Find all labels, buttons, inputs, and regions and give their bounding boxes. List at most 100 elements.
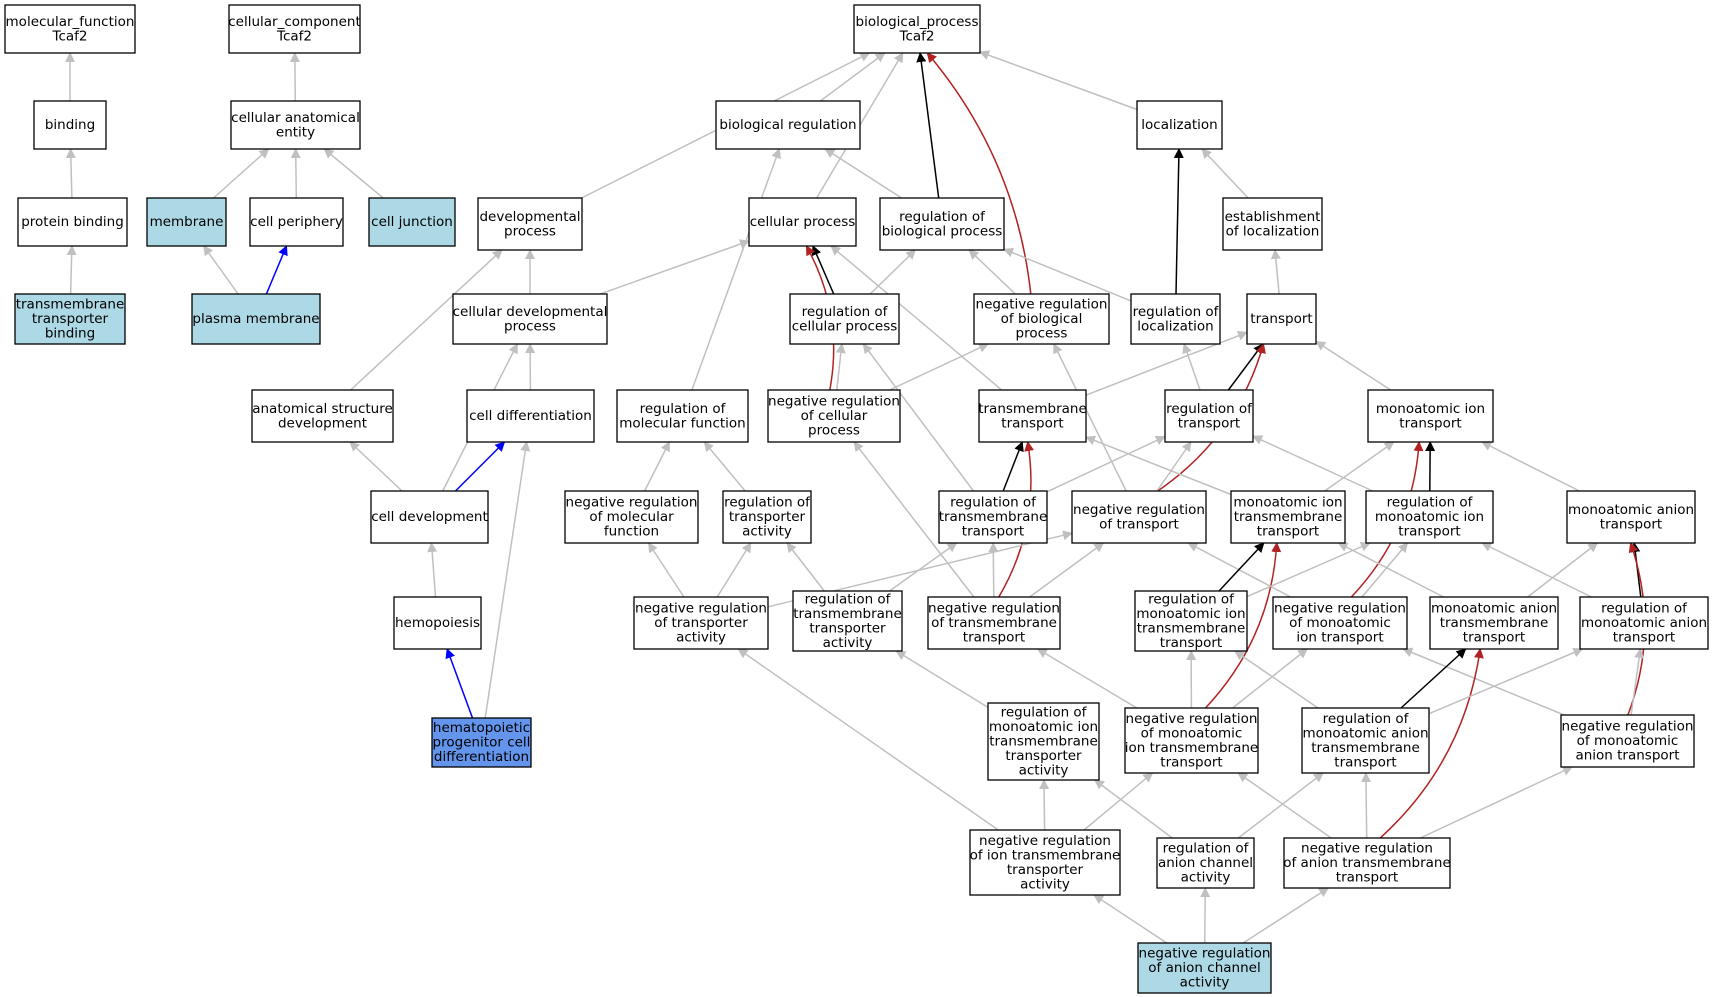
- edge-is-a-cellular-anatomical-entity-to-cellular-component: [289, 52, 300, 102]
- term-node-protein-binding[interactable]: protein binding: [17, 197, 128, 247]
- term-box: [14, 293, 126, 345]
- term-node-localization[interactable]: localization: [1136, 100, 1223, 150]
- term-box: [1367, 389, 1494, 443]
- term-label-line: of monoatomic: [1577, 733, 1679, 749]
- term-label-line: of monoatomic: [1141, 725, 1243, 741]
- term-label-line: process: [1016, 326, 1068, 342]
- edge-is-a-negative-regulation-of-molecular-function-to-regulation-of-molecular-function: [643, 441, 671, 492]
- term-node-regulation-of-transmembrane-transporter-activity[interactable]: regulation oftransmembranetransporteract…: [792, 590, 903, 652]
- term-label-line: transport: [1334, 754, 1396, 770]
- term-node-cell-periphery[interactable]: cell periphery: [249, 197, 344, 247]
- edge-part-of-regulation-of-localization-to-localization: [1173, 148, 1184, 295]
- edge-is-a-regulation-of-cellular-process-to-regulation-of-biological-process: [869, 249, 917, 295]
- term-label-line: cell differentiation: [469, 408, 592, 424]
- term-label-line: hematopoietic: [433, 720, 530, 736]
- term-label-line: regulation of: [1163, 841, 1250, 857]
- term-node-membrane[interactable]: membrane: [146, 197, 227, 247]
- term-label-line: of transporter: [654, 615, 748, 631]
- term-box: [249, 197, 344, 247]
- term-node-cell-junction[interactable]: cell junction: [368, 197, 456, 247]
- term-box: [466, 389, 595, 443]
- term-label-line: regulation of: [805, 591, 892, 607]
- term-label-line: regulation of: [802, 304, 889, 320]
- term-box: [368, 197, 456, 247]
- edge-is-a-cell-development-to-anatomical-structure-development: [349, 441, 403, 492]
- term-node-cell-development[interactable]: cell development: [370, 490, 489, 544]
- edge-is-a-negative-regulation-of-transporter-activity-to-regulation-of-transporter-activity: [716, 542, 752, 598]
- edge-part-of-regulation-of-transport-to-transport: [1227, 343, 1264, 391]
- term-label-line: transporter: [1007, 862, 1084, 878]
- term-label-line: transport: [1600, 516, 1662, 532]
- edge-is-a-negative-regulation-of-anion-channel-activity-to-regulation-of-anion-channel-activity: [1200, 887, 1211, 944]
- term-box: [477, 197, 583, 251]
- edge-is-a-regulation-of-localization-to-regulation-of-biological-process: [1003, 247, 1132, 302]
- term-box: [191, 293, 321, 345]
- term-node-hemopoiesis[interactable]: hemopoiesis: [393, 596, 482, 650]
- term-label-line: ion transport: [1296, 630, 1383, 646]
- term-label-line: monoatomic anion: [1581, 615, 1707, 631]
- term-label-line: of anion channel: [1148, 960, 1260, 976]
- term-node-plasma-membrane[interactable]: plasma membrane: [191, 293, 321, 345]
- term-node-binding[interactable]: binding: [33, 100, 107, 150]
- edge-is-a-negative-regulation-of-cellular-process-to-regulation-of-cellular-process: [835, 343, 846, 391]
- term-label-line: monoatomic anion: [1431, 601, 1557, 617]
- term-node-cellular-process[interactable]: cellular process: [748, 197, 857, 247]
- term-label-line: transport: [1257, 524, 1319, 540]
- term-label-line: development: [278, 415, 367, 431]
- term-label-line: regulation of: [640, 401, 727, 417]
- term-box: [987, 702, 1100, 781]
- term-node-cell-differentiation[interactable]: cell differentiation: [466, 389, 595, 443]
- term-node-biological-regulation[interactable]: biological regulation: [715, 100, 861, 150]
- edge-is-a-transport-to-establishment-of-localization: [1270, 249, 1281, 295]
- edge-is-a-biological-regulation-to-biological-process: [819, 52, 886, 102]
- edge-is-a-localization-to-biological-process: [979, 50, 1138, 111]
- term-label-line: negative regulation: [566, 495, 698, 511]
- edge-is-a-negative-regulation-of-ion-transmembrane-transporter-activity-to-regulation-of-monoatomic-ion-transmembrane-transporter-activity: [1039, 779, 1050, 831]
- term-box: [616, 389, 749, 443]
- term-node-transport[interactable]: transport: [1246, 293, 1317, 345]
- term-box: [722, 490, 812, 544]
- term-box: [1124, 707, 1259, 774]
- term-box: [789, 293, 900, 345]
